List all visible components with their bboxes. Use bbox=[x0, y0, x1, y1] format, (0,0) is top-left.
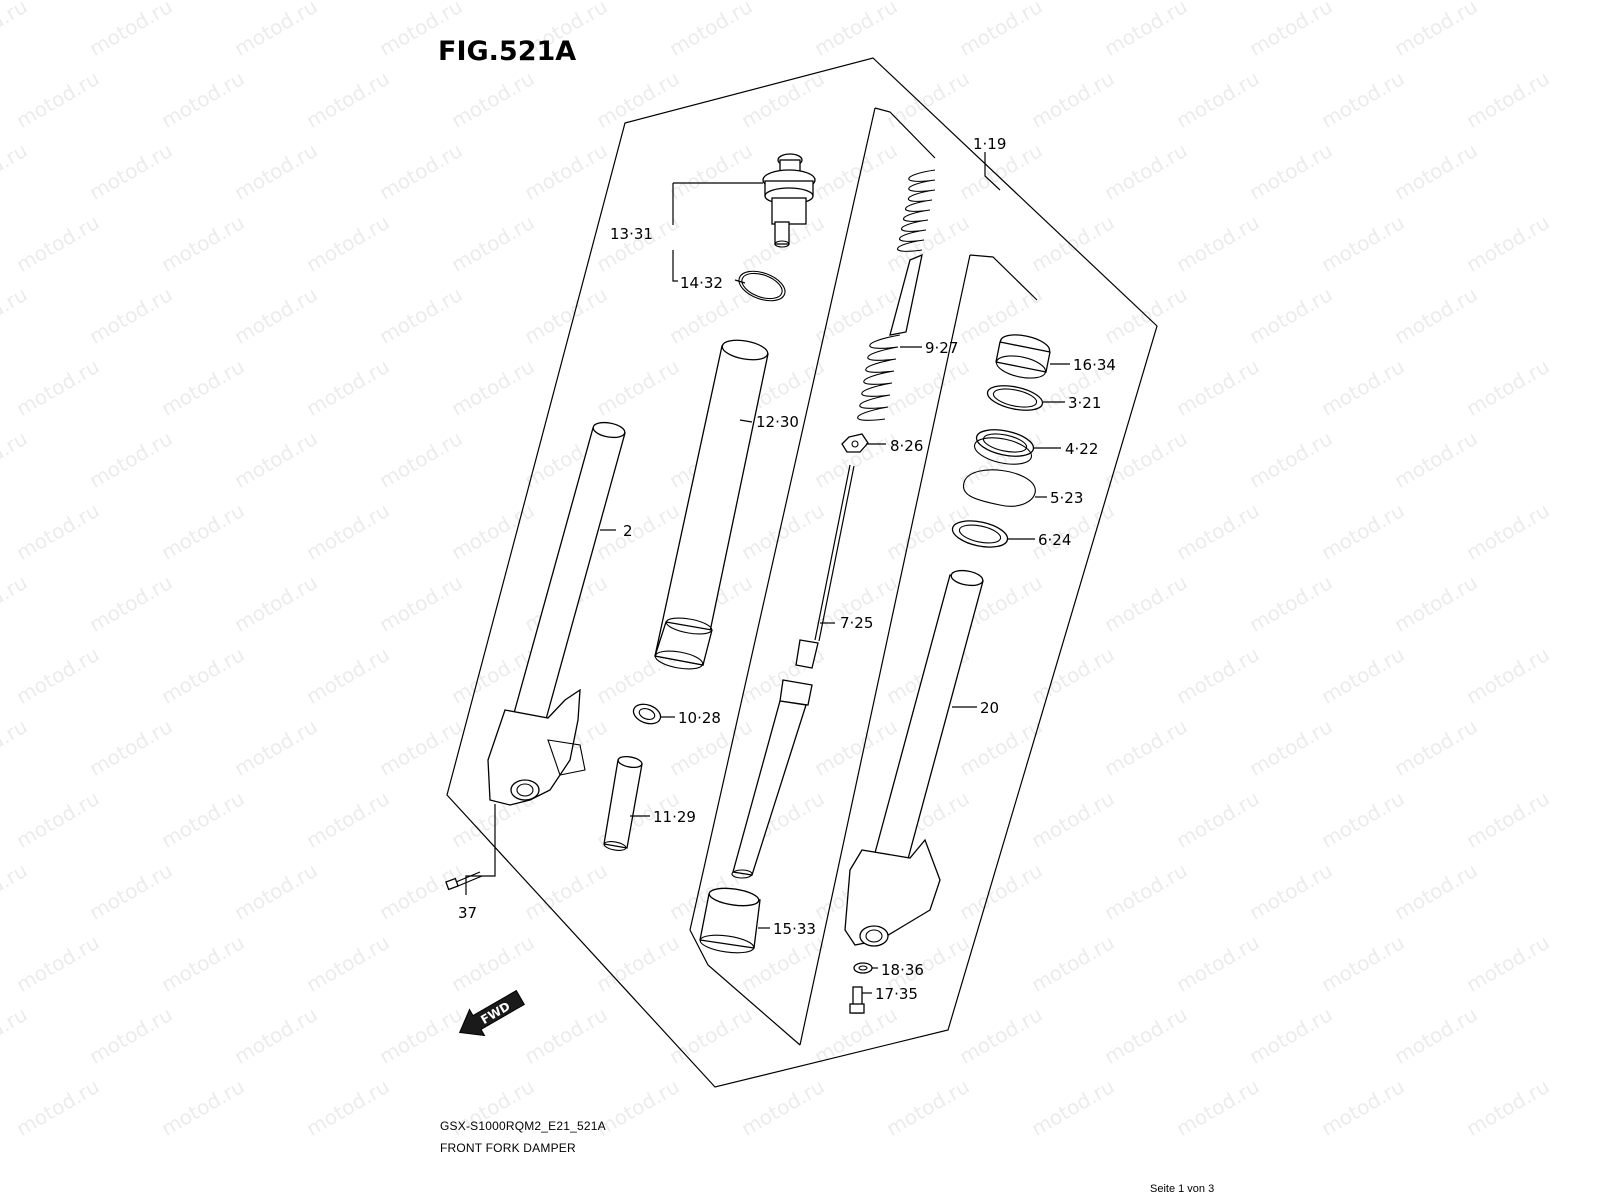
callout-11-29[interactable]: 11·29 bbox=[653, 808, 696, 826]
callout-2[interactable]: 2 bbox=[623, 522, 633, 540]
callout-8-26[interactable]: 8·26 bbox=[890, 437, 923, 455]
part-guide-bushing[interactable] bbox=[699, 886, 761, 956]
callout-1-19[interactable]: 1·19 bbox=[973, 135, 1006, 153]
leader-lines bbox=[465, 152, 1070, 994]
callout-9-27[interactable]: 9·27 bbox=[925, 339, 958, 357]
damper-subgroup-frame-left bbox=[689, 107, 876, 931]
callout-13-31[interactable]: 13·31 bbox=[610, 225, 653, 243]
callout-37[interactable]: 37 bbox=[458, 904, 477, 922]
part-oil-lock-piece[interactable] bbox=[603, 755, 643, 852]
callout-5-23[interactable]: 5·23 bbox=[1050, 489, 1083, 507]
damper-subgroup-frame-bottom bbox=[689, 929, 801, 1046]
callout-12-30[interactable]: 12·30 bbox=[756, 413, 799, 431]
part-pinch-bolt[interactable] bbox=[445, 871, 483, 891]
callout-7-25[interactable]: 7·25 bbox=[840, 614, 873, 632]
part-axle-washer[interactable] bbox=[853, 962, 873, 974]
callout-14-32[interactable]: 14·32 bbox=[680, 274, 723, 292]
callout-16-34[interactable]: 16·34 bbox=[1073, 356, 1116, 374]
assembly-outline-frame bbox=[446, 57, 1158, 1088]
part-slide-bushing[interactable] bbox=[994, 331, 1051, 382]
callout-10-28[interactable]: 10·28 bbox=[678, 709, 721, 727]
part-washer[interactable] bbox=[985, 381, 1044, 414]
part-oil-lock-seal[interactable] bbox=[631, 701, 663, 727]
forward-direction-arrow: FWD bbox=[458, 989, 525, 1037]
part-left-fork-tube[interactable] bbox=[487, 420, 626, 806]
callout-20[interactable]: 20 bbox=[980, 699, 999, 717]
damper-subgroup-frame-right bbox=[799, 254, 971, 1046]
damper-subgroup-frame-top bbox=[969, 254, 1038, 301]
figure-caption: FRONT FORK DAMPER bbox=[440, 1141, 576, 1155]
part-oil-seal[interactable] bbox=[972, 425, 1036, 469]
part-lock-nut[interactable] bbox=[841, 433, 869, 453]
part-axle-bolt[interactable] bbox=[849, 986, 865, 1014]
part-o-ring[interactable] bbox=[735, 266, 789, 307]
callout-3-21[interactable]: 3·21 bbox=[1068, 394, 1101, 412]
callout-6-24[interactable]: 6·24 bbox=[1038, 531, 1071, 549]
figure-title: FIG.521A bbox=[438, 36, 577, 67]
part-damper-rod[interactable] bbox=[731, 464, 855, 879]
part-dust-seal[interactable] bbox=[950, 516, 1010, 551]
model-code: GSX-S1000RQM2_E21_521A bbox=[440, 1119, 606, 1133]
damper-subgroup-frame bbox=[874, 107, 936, 159]
callout-15-33[interactable]: 15·33 bbox=[773, 920, 816, 938]
part-adjuster-cap-bolt[interactable] bbox=[762, 153, 816, 248]
callout-4-22[interactable]: 4·22 bbox=[1065, 440, 1098, 458]
part-right-fork-tube[interactable] bbox=[844, 568, 984, 947]
part-fork-spring[interactable] bbox=[857, 169, 936, 421]
callout-17-35[interactable]: 17·35 bbox=[875, 985, 918, 1003]
part-fork-outer-tube[interactable] bbox=[654, 337, 769, 672]
callout-18-36[interactable]: 18·36 bbox=[881, 961, 924, 979]
page-indicator: Seite 1 von 3 bbox=[1150, 1183, 1215, 1195]
part-stopper-ring[interactable] bbox=[962, 469, 1036, 507]
